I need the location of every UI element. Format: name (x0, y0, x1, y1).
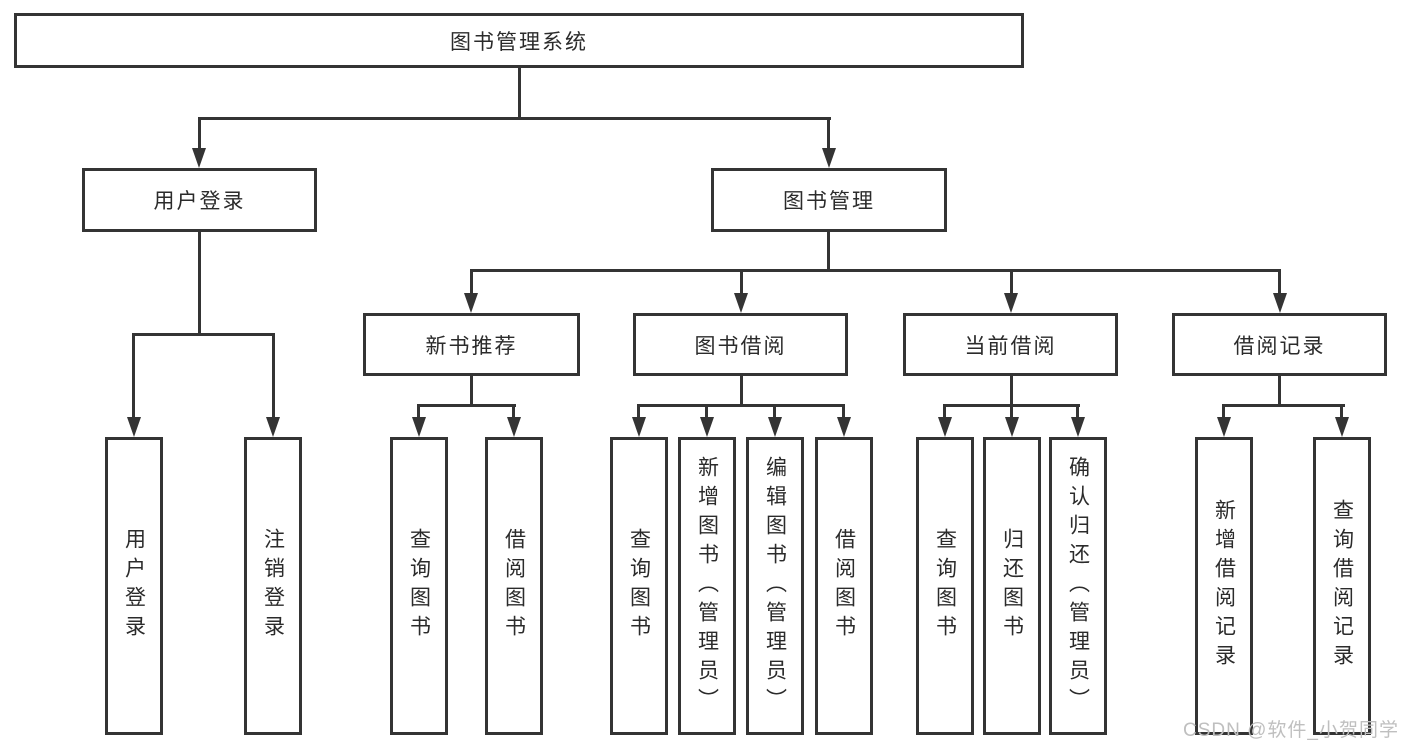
node-label: 注销登录 (261, 528, 285, 644)
node-library-system: 图书管理系统 (14, 13, 1024, 68)
arrowhead (837, 417, 851, 437)
node-label: 图书管理 (783, 190, 875, 213)
node-label: 图书管理系统 (450, 30, 588, 54)
node-current-borrowing: 当前借阅 (903, 313, 1118, 376)
arrowhead (734, 293, 748, 313)
node-label: 借阅图书 (502, 528, 526, 644)
node-label: 用户登录 (122, 528, 146, 644)
connector-line (827, 232, 830, 272)
leaf-borrow-books-recommend: 借阅图书 (485, 437, 543, 735)
leaf-query-borrow-record: 查询借阅记录 (1313, 437, 1371, 735)
node-label: 新书推荐 (425, 334, 518, 358)
connector-line (1222, 404, 1225, 419)
connector-line (740, 376, 743, 407)
node-book-borrowing: 图书借阅 (633, 313, 848, 376)
arrowhead (1004, 293, 1018, 313)
node-label: 查询借阅记录 (1330, 499, 1354, 673)
connector-line (1010, 376, 1013, 407)
connector-line (132, 333, 275, 336)
connector-line (1010, 269, 1013, 294)
leaf-query-books-recommend: 查询图书 (390, 437, 448, 735)
node-label: 图书借阅 (694, 334, 787, 358)
arrowhead (464, 293, 478, 313)
arrowhead (1071, 417, 1085, 437)
connector-line (470, 269, 473, 294)
node-label: 新增图书（管理员） (695, 455, 719, 717)
arrowhead (768, 417, 782, 437)
node-new-book-recommendation: 新书推荐 (363, 313, 580, 376)
leaf-add-books-admin: 新增图书（管理员） (678, 437, 736, 735)
node-borrowing-records: 借阅记录 (1172, 313, 1387, 376)
leaf-borrow-books: 借阅图书 (815, 437, 873, 735)
connector-line (417, 404, 420, 419)
arrowhead (1217, 417, 1231, 437)
node-label: 确认归还（管理员） (1066, 455, 1090, 717)
connector-line (842, 404, 845, 419)
connector-line (827, 117, 830, 151)
node-label: 用户登录 (153, 190, 246, 213)
leaf-user-login: 用户登录 (105, 437, 163, 735)
connector-line (272, 333, 275, 418)
node-label: 查询图书 (933, 528, 957, 644)
arrowhead (822, 148, 836, 168)
connector-line (417, 404, 516, 407)
node-label: 归还图书 (1000, 528, 1024, 644)
arrowhead (127, 417, 141, 437)
arrowhead (1005, 417, 1019, 437)
connector-line (518, 68, 521, 118)
connector-line (198, 232, 201, 335)
connector-line (198, 117, 831, 120)
connector-line (1278, 376, 1281, 407)
arrowhead (700, 417, 714, 437)
arrowhead (412, 417, 426, 437)
arrowhead (1273, 293, 1287, 313)
leaf-query-books-borrow: 查询图书 (610, 437, 668, 735)
connector-line (1222, 404, 1345, 407)
watermark: CSDN @软件_小贺同学 (1183, 720, 1399, 741)
node-label: 查询图书 (407, 528, 431, 644)
connector-line (637, 404, 640, 419)
node-label: 查询图书 (627, 528, 651, 644)
connector-line (1340, 404, 1343, 419)
connector-line (740, 269, 743, 294)
connector-line (1010, 404, 1013, 419)
node-label: 借阅图书 (832, 528, 856, 644)
node-label: 编辑图书（管理员） (763, 455, 787, 717)
node-user-login: 用户登录 (82, 168, 317, 232)
leaf-logout: 注销登录 (244, 437, 302, 735)
connector-line (943, 404, 946, 419)
connector-line (1278, 269, 1281, 294)
arrowhead (192, 148, 206, 168)
connector-line (198, 117, 201, 151)
node-book-management: 图书管理 (711, 168, 947, 232)
arrowhead (507, 417, 521, 437)
connector-line (470, 269, 1281, 272)
arrowhead (632, 417, 646, 437)
leaf-query-books-current: 查询图书 (916, 437, 974, 735)
connector-line (773, 404, 776, 419)
node-label: 借阅记录 (1233, 334, 1326, 358)
connector-line (132, 333, 135, 418)
arrowhead (266, 417, 280, 437)
node-label: 当前借阅 (964, 334, 1057, 358)
connector-line (705, 404, 708, 419)
leaf-return-books: 归还图书 (983, 437, 1041, 735)
connector-line (1076, 404, 1079, 419)
leaf-add-borrow-record: 新增借阅记录 (1195, 437, 1253, 735)
node-label: 新增借阅记录 (1212, 499, 1236, 673)
connector-line (512, 404, 515, 419)
connector-line (637, 404, 845, 407)
leaf-edit-books-admin: 编辑图书（管理员） (746, 437, 804, 735)
leaf-confirm-return-admin: 确认归还（管理员） (1049, 437, 1107, 735)
arrowhead (938, 417, 952, 437)
connector-line (470, 376, 473, 407)
arrowhead (1335, 417, 1349, 437)
